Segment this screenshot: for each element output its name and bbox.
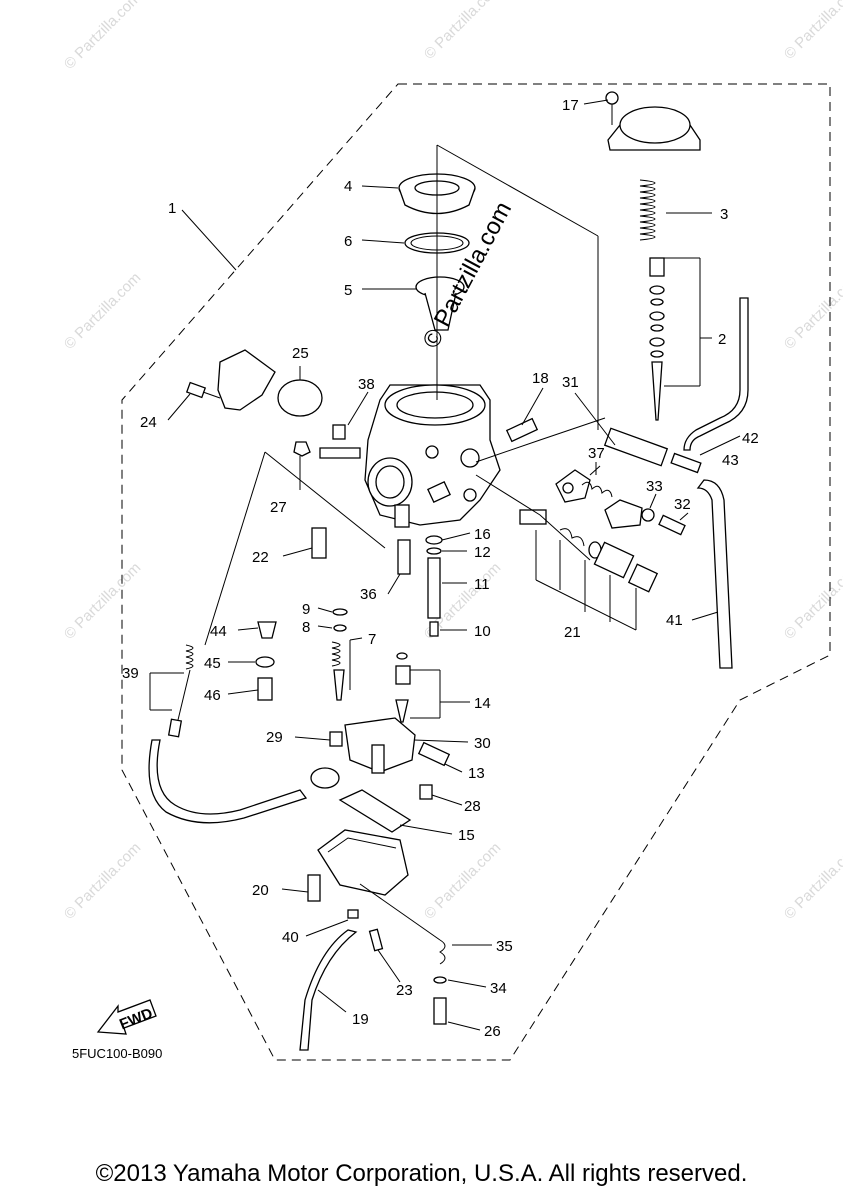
callout-5: 5 xyxy=(344,282,352,299)
float-assembly xyxy=(329,717,451,833)
assembly-boundary xyxy=(121,83,831,1061)
carburetor-body xyxy=(319,384,501,528)
copyright-notice: ©2013 Yamaha Motor Corporation, U.S.A. A… xyxy=(95,1160,748,1187)
callout-4: 4 xyxy=(344,178,352,195)
callout-16: 16 xyxy=(474,526,491,543)
callout-1: 1 xyxy=(168,200,176,217)
callout-11: 11 xyxy=(474,576,490,593)
callout-12: 12 xyxy=(474,544,491,561)
callout-25: 25 xyxy=(292,345,309,362)
needle-assembly xyxy=(649,257,665,421)
fwd-label: FWD xyxy=(117,1005,155,1034)
callout-43: 43 xyxy=(722,452,739,469)
diaphragm-parts xyxy=(398,144,599,430)
callout-31: 31 xyxy=(562,374,579,391)
callout-42: 42 xyxy=(742,430,759,447)
leader-lines xyxy=(149,99,741,1031)
callout-26: 26 xyxy=(484,1023,501,1040)
callout-39: 39 xyxy=(122,665,139,682)
callout-14: 14 xyxy=(474,695,491,712)
callout-23: 23 xyxy=(396,982,413,999)
watermark: © Partzilla.com xyxy=(61,839,144,922)
center-watermark: © Partzilla.com xyxy=(417,197,517,352)
callout-41: 41 xyxy=(666,612,683,629)
callout-2: 2 xyxy=(718,331,726,348)
hoses xyxy=(683,297,749,669)
right-side-parts xyxy=(475,417,702,593)
callout-18: 18 xyxy=(532,370,549,387)
callout-6: 6 xyxy=(344,233,352,250)
top-cover xyxy=(605,91,701,241)
callout-34: 34 xyxy=(490,980,507,997)
callout-46: 46 xyxy=(204,687,221,704)
callout-10: 10 xyxy=(474,623,491,640)
callout-8: 8 xyxy=(302,619,310,636)
watermark: © Partzilla.com xyxy=(421,0,504,63)
callout-37: 37 xyxy=(588,445,605,462)
watermark: © Partzilla.com xyxy=(781,559,843,642)
callout-3: 3 xyxy=(720,206,728,223)
callout-30: 30 xyxy=(474,735,491,752)
callout-20: 20 xyxy=(252,882,269,899)
fwd-arrow-icon: FWD xyxy=(96,999,157,1035)
watermark: © Partzilla.com xyxy=(61,269,144,352)
callout-7: 7 xyxy=(368,631,376,648)
watermark: © Partzilla.com xyxy=(781,839,843,922)
cable-assembly xyxy=(148,451,386,824)
callout-40: 40 xyxy=(282,929,299,946)
callout-9: 9 xyxy=(302,601,310,618)
watermark: © Partzilla.com xyxy=(421,839,504,922)
callout-22: 22 xyxy=(252,549,269,566)
watermark: © Partzilla.com xyxy=(61,559,144,642)
callout-38: 38 xyxy=(358,376,375,393)
callout-32: 32 xyxy=(674,496,691,513)
callout-15: 15 xyxy=(458,827,475,844)
figure-code: 5FUC100-B090 xyxy=(72,1046,162,1061)
callout-36: 36 xyxy=(360,586,377,603)
float-bowl xyxy=(299,829,447,1051)
left-side-parts xyxy=(185,349,346,457)
watermark: © Partzilla.com xyxy=(61,0,144,73)
callout-24: 24 xyxy=(140,414,157,431)
callout-35: 35 xyxy=(496,938,513,955)
callout-28: 28 xyxy=(464,798,481,815)
callout-19: 19 xyxy=(352,1011,369,1028)
watermark: © Partzilla.com xyxy=(781,0,843,63)
callout-45: 45 xyxy=(204,655,221,672)
callout-44: 44 xyxy=(210,623,227,640)
callout-21: 21 xyxy=(564,624,581,641)
jets-and-needles xyxy=(311,527,443,723)
callout-17: 17 xyxy=(562,97,579,114)
callout-29: 29 xyxy=(266,729,283,746)
watermark: © Partzilla.com xyxy=(781,269,843,352)
callout-27: 27 xyxy=(270,499,287,516)
callout-13: 13 xyxy=(468,765,485,782)
callout-labels: 1 2 3 4 5 6 7 8 9 10 11 12 13 14 15 16 1… xyxy=(122,97,759,1040)
callout-33: 33 xyxy=(646,478,663,495)
